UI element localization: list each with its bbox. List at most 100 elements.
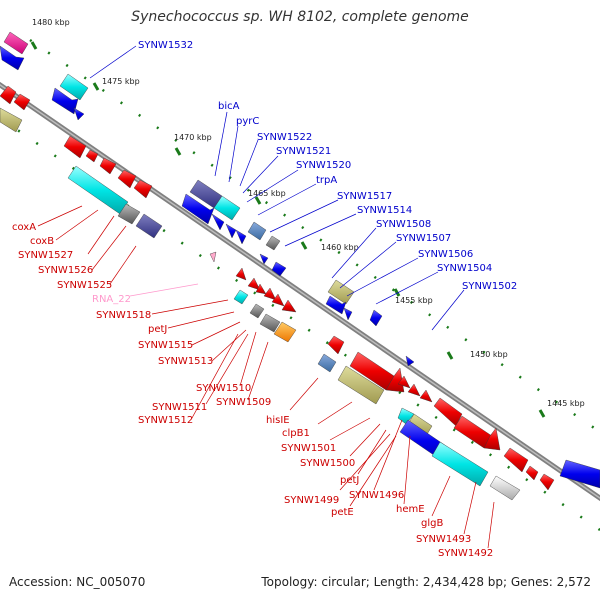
forward-labels: SYNW1532 bicA pyrC SYNW1522 SYNW1521 SYN… (138, 40, 517, 292)
gene-label: SYNW1522 (257, 132, 312, 143)
gene-label: SYNW1527 (18, 250, 73, 261)
gene-block (135, 213, 163, 239)
gene-label: SYNW1510 (196, 383, 251, 394)
gene-label: SYNW1525 (57, 280, 112, 291)
gene-arrow (63, 135, 87, 159)
tick-label: 1475 kbp (102, 77, 140, 86)
gene-label: coxB (30, 236, 54, 247)
gene-arrow (259, 253, 269, 265)
tick-label: 1445 kbp (547, 399, 585, 408)
gene-arrow (73, 107, 85, 121)
gene-arrow (13, 93, 31, 111)
gene-block (327, 279, 355, 305)
gene-arrow (343, 307, 353, 321)
gene-arrow (247, 277, 261, 291)
gene-arrow (281, 299, 297, 313)
gene-label: SYNW1504 (437, 263, 492, 274)
gene-block (233, 289, 249, 305)
gene-block (489, 475, 521, 501)
gene-arrow (271, 261, 287, 277)
gene-arrow (327, 335, 345, 355)
tick-label: 1480 kbp (32, 18, 70, 27)
gene-block (273, 321, 297, 343)
gene-label: SYNW1514 (357, 205, 412, 216)
gene-arrow (209, 251, 217, 263)
gene-block (247, 221, 267, 241)
gene-label: SYNW1513 (158, 356, 213, 367)
gene-label: bicA (218, 101, 240, 112)
gene-arrow (263, 287, 277, 301)
tick-label: 1450 kbp (470, 350, 508, 359)
gene-arrow (397, 375, 411, 389)
gene-arrow (117, 169, 137, 189)
gene-label: SYNW1493 (416, 534, 471, 545)
gene-label: SYNW1499 (284, 495, 339, 506)
gene-arrow (407, 383, 421, 397)
gene-block (317, 353, 337, 373)
gene-label: petE (331, 507, 354, 518)
gene-arrow (99, 157, 117, 175)
gene-arrow (225, 223, 237, 239)
reverse-leaders-left (37, 205, 269, 419)
gene-arrow (559, 459, 600, 489)
gene-label: hemE (396, 504, 425, 515)
gene-arrow (211, 213, 225, 231)
gene-label: SYNW1518 (96, 310, 151, 321)
genome-summary: Topology: circular; Length: 2,434,428 bp… (261, 575, 591, 589)
gene-block (213, 195, 241, 221)
gene-label: petJ (340, 475, 359, 486)
rna-label: RNA_22 (92, 294, 131, 305)
gene-block (431, 441, 489, 487)
gene-block (337, 365, 385, 405)
gene-label: pyrC (236, 116, 259, 127)
gene-arrow (133, 179, 153, 199)
gene-arrow (369, 309, 383, 327)
gene-label: SYNW1520 (296, 160, 351, 171)
gene-arrow (235, 229, 247, 245)
gene-label: SYNW1496 (349, 490, 404, 501)
map-title: Synechococcus sp. WH 8102, complete geno… (131, 9, 469, 25)
tick-label: 1465 kbp (248, 189, 286, 198)
gene-arrow (503, 447, 529, 473)
gene-label: SYNW1501 (281, 443, 336, 454)
gene-arrow (385, 367, 405, 393)
gene-label: SYNW1521 (276, 146, 331, 157)
reverse-features (0, 85, 555, 501)
gene-arrow (433, 397, 463, 427)
gene-block (59, 73, 89, 101)
gene-label: SYNW1502 (462, 281, 517, 292)
gene-arrow (235, 267, 247, 281)
tick-label: 1455 kbp (395, 296, 433, 305)
reverse-leaders-bottom (289, 377, 495, 549)
gene-arrow (539, 473, 555, 491)
gene-label: SYNW1526 (38, 265, 93, 276)
gene-block (117, 203, 141, 225)
gene-label: petJ (148, 324, 167, 335)
gene-arrow (405, 355, 415, 367)
gene-label: SYNW1517 (337, 191, 392, 202)
ruler-upper (29, 38, 600, 434)
forward-leaders (89, 45, 465, 331)
gene-block (265, 235, 281, 251)
gene-arrow (181, 193, 215, 225)
gene-label: SYNW1509 (216, 397, 271, 408)
gene-arrow (0, 45, 25, 71)
gene-label: clpB1 (282, 428, 310, 439)
rna-leader (129, 283, 199, 297)
gene-label: SYNW1532 (138, 40, 193, 51)
gene-label: coxA (12, 222, 36, 233)
gene-block (0, 107, 23, 133)
gene-block (67, 165, 129, 215)
gene-arrow (419, 389, 433, 403)
gene-label: SYNW1506 (418, 249, 473, 260)
gene-arrow (51, 87, 79, 115)
gene-label: hisIE (266, 415, 290, 426)
gene-arrow (255, 283, 267, 295)
gene-label: SYNW1515 (138, 340, 193, 351)
gene-block (249, 303, 265, 319)
reverse-labels-bottom: hisIE clpB1 SYNW1501 SYNW1500 petJ SYNW1… (266, 415, 493, 559)
gene-arrow (271, 293, 285, 307)
gene-label: SYNW1500 (300, 458, 355, 469)
gene-label: trpA (316, 175, 337, 186)
